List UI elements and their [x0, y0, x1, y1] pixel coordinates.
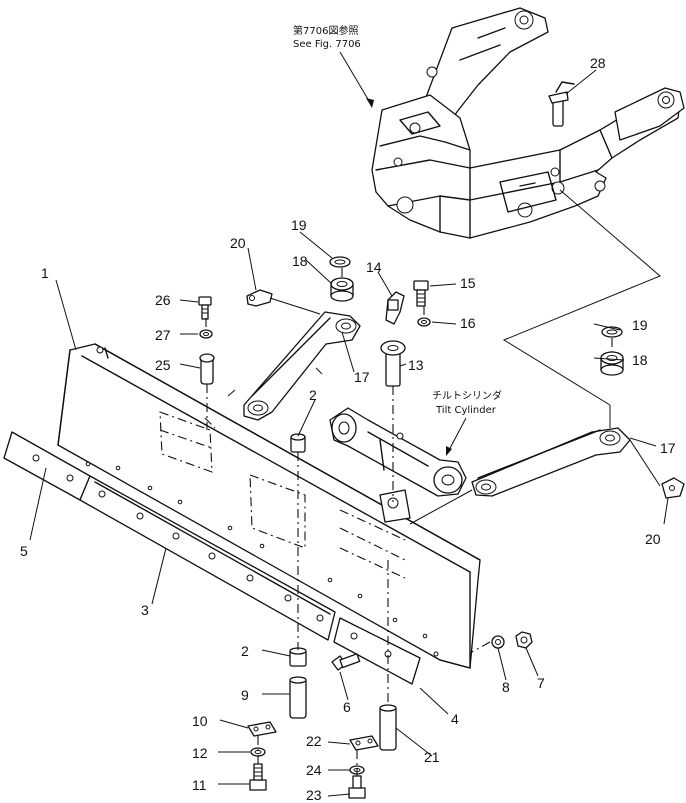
- frame-reference-note: 第7706図参照 See Fig. 7706: [293, 24, 361, 50]
- callout-8: 8: [502, 679, 510, 695]
- cutting-edge-right: [333, 617, 421, 685]
- spacer-2-bottom: [289, 647, 307, 667]
- tilt-cylinder-leader: [447, 417, 467, 453]
- callout-18-left: 18: [292, 253, 308, 269]
- leader-lines: [29, 69, 669, 797]
- pin-9: [289, 676, 307, 719]
- callout-13: 13: [408, 357, 424, 373]
- bolt-26: [198, 296, 212, 320]
- tilt-cylinder-en: Tilt Cylinder: [435, 405, 497, 416]
- callout-27: 27: [155, 327, 171, 343]
- bolt-23: [348, 775, 366, 799]
- brace-right: [471, 427, 631, 497]
- callout-14: 14: [366, 259, 382, 275]
- callout-28: 28: [590, 55, 606, 71]
- callout-4: 4: [451, 711, 459, 727]
- cutting-edge-center: [79, 475, 336, 641]
- bushing-18-left: [330, 277, 354, 302]
- grease-fitting-20-right: [661, 477, 685, 499]
- callout-15: 15: [460, 275, 476, 291]
- pin-13: [380, 340, 406, 387]
- tilt-cylinder-note: チルトシリンダ Tilt Cylinder: [432, 389, 502, 416]
- callout-22: 22: [306, 733, 322, 749]
- callout-7: 7: [537, 675, 545, 691]
- callout-5: 5: [20, 543, 28, 559]
- bolt-11: [249, 763, 267, 791]
- callout-19-left: 19: [291, 217, 307, 233]
- brace-left: [243, 311, 361, 421]
- tilt-cylinder-jp: チルトシリンダ: [432, 389, 502, 402]
- callout-2-top: 2: [309, 387, 317, 403]
- callout-3: 3: [141, 602, 149, 618]
- callout-25: 25: [155, 357, 171, 373]
- dozer-frame: [371, 7, 685, 239]
- callout-23: 23: [306, 787, 322, 803]
- callout-16: 16: [460, 315, 476, 331]
- grease-fitting-20-left: [246, 289, 273, 307]
- callout-10: 10: [192, 713, 208, 729]
- blade: [57, 343, 481, 669]
- pin-21: [379, 704, 397, 751]
- callout-20-right: 20: [645, 531, 661, 547]
- bolt-15: [413, 280, 429, 307]
- nut-7: [515, 631, 533, 649]
- frame-reference-en: See Fig. 7706: [293, 39, 361, 50]
- callout-19-right: 19: [632, 317, 648, 333]
- pin-25: [199, 353, 215, 385]
- tilt-cylinder: [329, 407, 467, 497]
- bushing-18-right: [600, 351, 624, 376]
- callout-2-bottom: 2: [241, 643, 249, 659]
- callout-9: 9: [241, 687, 249, 703]
- callout-20-left: 20: [230, 235, 246, 251]
- callout-6: 6: [343, 699, 351, 715]
- callout-12: 12: [192, 745, 208, 761]
- callout-1: 1: [41, 265, 49, 281]
- callout-18-right: 18: [632, 352, 648, 368]
- callout-11: 11: [192, 777, 207, 793]
- callout-17-right: 17: [660, 440, 676, 456]
- callout-17-left: 17: [354, 369, 370, 385]
- callout-21: 21: [424, 749, 440, 765]
- plate-22: [349, 735, 379, 751]
- callout-labels: 1 2 2 3 4 5 6 7 8 9 10 11 12 13 14 15 16…: [20, 55, 676, 803]
- grease-fitting-14: [385, 291, 405, 325]
- frame-reference-jp: 第7706図参照: [293, 24, 358, 37]
- callout-24: 24: [306, 762, 322, 778]
- callout-26: 26: [155, 292, 171, 308]
- assembly-lines: [205, 189, 661, 776]
- plate-10: [247, 721, 277, 737]
- frame-reference-leader: [339, 51, 373, 107]
- bolt-6: [331, 653, 361, 671]
- spacer-2-top: [290, 433, 306, 453]
